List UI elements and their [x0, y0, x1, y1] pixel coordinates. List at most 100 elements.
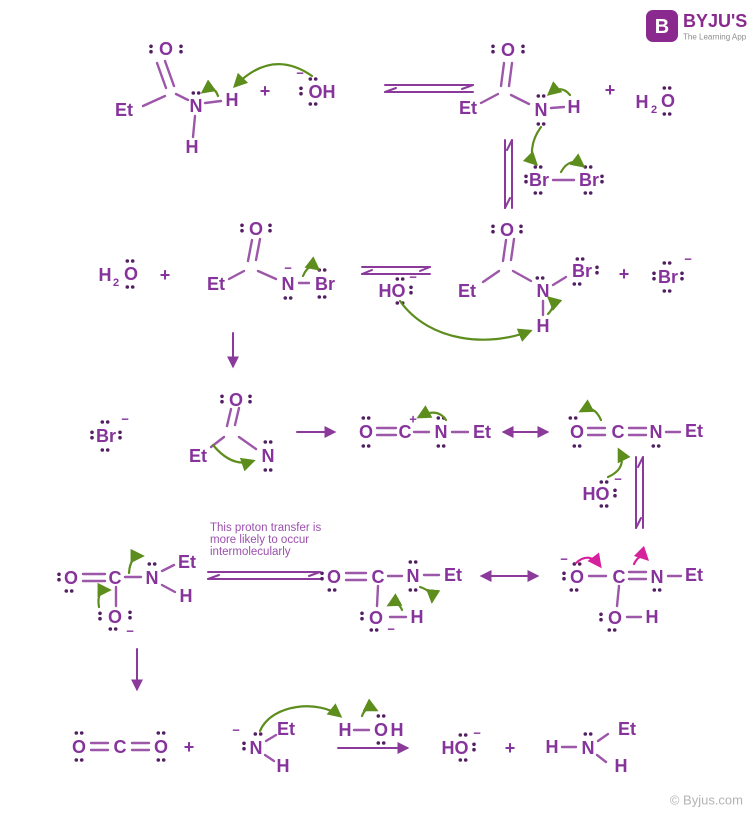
curved-arrow-green-Et-migration [211, 443, 256, 472]
atom-label-N: N [582, 738, 595, 758]
ethyl-group-label: Et [444, 565, 462, 585]
molecule-propanamide: Et O N H H [115, 39, 239, 157]
atom-label-C: C [372, 567, 385, 587]
logo-mark [646, 10, 678, 42]
molecule-hydroxide-3: HO − [583, 472, 622, 508]
atom-label-H: H [568, 97, 581, 117]
ethyl-group-label: Et [618, 719, 636, 739]
curved-arrow-magenta-O-to-OC [574, 552, 602, 569]
atom-label-H: H [615, 756, 628, 776]
positive-charge: + [409, 412, 417, 427]
atom-label-O: O [229, 390, 243, 410]
curved-arrow-green-HO-to-H [398, 299, 533, 342]
curved-arrow-green-OH-to-H [233, 63, 314, 89]
plus-sign: + [605, 80, 616, 100]
atom-label-C: C [612, 422, 625, 442]
molecule-hydroxide-2: HO − [379, 270, 533, 342]
atom-label-H: H [391, 720, 404, 740]
ethyl-group-label: Et [207, 274, 225, 294]
subscript-2: 2 [113, 277, 119, 289]
atom-label-O: O [608, 608, 622, 628]
atom-label-N: N [146, 568, 159, 588]
atom-label-O: O [661, 91, 675, 111]
watermark: © Byjus.com [670, 793, 743, 808]
molecule-hydroxide: − OH [233, 63, 336, 106]
ethyl-group-label: Et [458, 281, 476, 301]
molecule-water-2: H 2 O [99, 259, 138, 289]
plus-sign: + [260, 81, 271, 101]
lone-pair-dots [583, 732, 593, 736]
bond-lines [375, 426, 470, 437]
atom-label-C: C [613, 567, 626, 587]
curved-arrow-green-NBr-to-Br [301, 256, 321, 278]
atom-label-H: H [186, 137, 199, 157]
bond-lines [586, 426, 682, 437]
ethyl-group-label: Et [189, 446, 207, 466]
molecule-acylium-resonance: O C + N Et [359, 405, 491, 448]
atom-label-H: H [99, 265, 112, 285]
molecule-ethylamide-anion: − N Et H [232, 703, 343, 776]
atom-label-N: N [651, 567, 664, 587]
ethyl-group-label: Et [115, 100, 133, 120]
logo-tagline: The Learning App [683, 33, 747, 42]
atom-label-O: O [359, 422, 373, 442]
negative-charge: − [284, 261, 292, 276]
lone-pair-dots [149, 44, 201, 95]
ethyl-group-label: Et [685, 421, 703, 441]
atom-label-Br: Br [529, 170, 549, 190]
atom-label-H: H [277, 756, 290, 776]
atom-label-H: H [646, 607, 659, 627]
negative-charge: − [560, 552, 568, 567]
ethyl-group-label: Et [685, 565, 703, 585]
negative-charge: − [296, 66, 304, 81]
curved-arrow-green-OC-to-O [578, 399, 603, 422]
atom-label-N: N [262, 446, 275, 466]
hydroxide-label: OH [309, 82, 336, 102]
negative-charge: − [614, 472, 622, 487]
atom-label-H: H [537, 316, 550, 336]
negative-charge: − [121, 412, 129, 427]
atom-label-H: H [411, 607, 424, 627]
bond-lines [587, 570, 683, 619]
logo-name: BYJU'S [683, 11, 747, 31]
atom-label-H: H [636, 92, 649, 112]
logo-letter: B [655, 16, 669, 38]
curved-arrow-green-N-to-C [416, 405, 448, 422]
atom-label-O: O [570, 567, 584, 587]
curved-arrow-green-O-to-CO [97, 582, 112, 609]
molecule-carbamate-b: O C N Et O − H [320, 560, 462, 637]
atom-label-O: O [64, 568, 78, 588]
atom-label-O: O [249, 219, 263, 239]
molecule-acyl-nitrene: Et O N [189, 390, 275, 472]
subscript-2: 2 [651, 104, 657, 116]
ethyl-group-label: Et [473, 422, 491, 442]
molecule-hydroxide-4: HO − [442, 726, 481, 762]
equilibrium-arrow-1 [384, 84, 474, 93]
molecule-carbamate-a: O C N Et H O − [57, 548, 196, 639]
atom-label-N: N [250, 738, 263, 758]
molecule-water: H 2 O [636, 86, 675, 116]
negative-charge: − [387, 622, 395, 637]
curved-arrow-green-HO-bond-to-O [360, 698, 379, 718]
note-text-line1: This proton transfer is [210, 522, 321, 534]
molecule-isocyanate: O C N Et [568, 399, 703, 479]
byjus-logo: B BYJU'S The Learning App [646, 10, 747, 42]
hydroxide-label: HO [583, 484, 610, 504]
negative-charge: − [684, 252, 692, 267]
bond-lines [141, 59, 223, 139]
bond-lines [344, 571, 441, 619]
equilibrium-arrow-3 [207, 571, 321, 580]
curved-arrow-green-OH-to-O [386, 593, 404, 612]
molecule-carbamate-c: − O C N Et O H [560, 545, 703, 632]
atom-label-N: N [407, 566, 420, 586]
equilibrium-arrow-vertical-2 [635, 456, 644, 529]
molecule-carbon-dioxide: O C O [72, 731, 168, 762]
atom-label-O: O [501, 40, 515, 60]
note-text-line2: more likely to occur [210, 534, 309, 546]
atom-label-Br: Br [579, 170, 599, 190]
plus-sign: + [619, 264, 630, 284]
molecule-N-bromoamide: Et O N Br H [458, 220, 599, 336]
atom-label-O: O [374, 720, 388, 740]
curved-arrow-green-CN-to-N [127, 548, 145, 575]
atom-label-O: O [327, 567, 341, 587]
